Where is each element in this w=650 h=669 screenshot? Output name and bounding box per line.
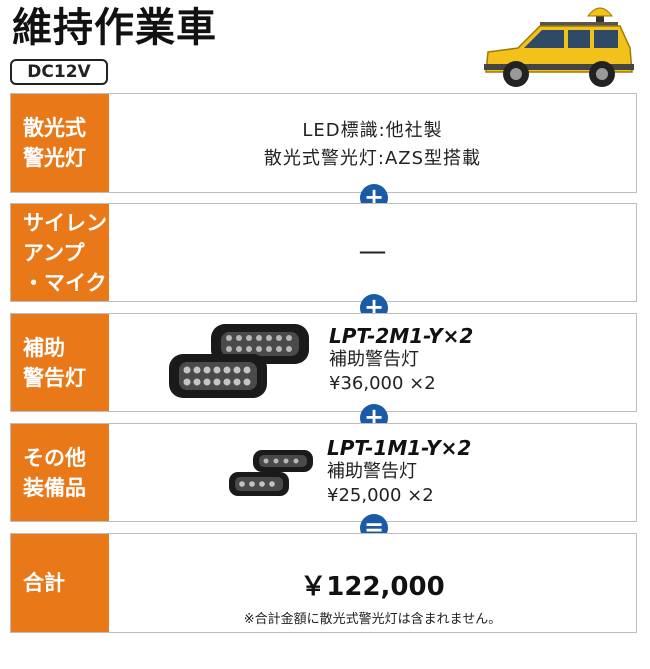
row-label-line: ・マイク	[23, 270, 107, 295]
row-scatter-warning-light: 散光式 警光灯 LED標識:他社製 散光式警光灯:AZS型搭載	[10, 93, 637, 193]
row-label-line: 合計	[23, 571, 65, 595]
row-label-line: その他	[23, 445, 86, 470]
row-label: サイレン アンプ ・マイク	[11, 204, 109, 301]
row-label: 散光式 警光灯	[11, 94, 109, 192]
row-label-line: アンプ	[23, 240, 85, 265]
row-label-line: 装備品	[23, 475, 86, 500]
product-price: ¥25,000 ×2	[327, 485, 434, 506]
product-info: LPT-2M1-Y×2 補助警告灯 ¥36,000 ×2	[329, 324, 473, 396]
row-label-line: 警光灯	[23, 146, 86, 170]
product-model: LPT-2M1-Y×2	[329, 324, 474, 348]
row-label-line: 散光式	[23, 116, 86, 140]
row-label: 合計	[11, 534, 109, 632]
led-warning-light-icon	[229, 450, 313, 496]
voltage-badge: DC12V	[10, 59, 108, 85]
row-content: —	[109, 204, 636, 301]
product-model: LPT-1M1-Y×2	[327, 436, 472, 460]
product-price: ¥36,000 ×2	[329, 373, 436, 394]
row-label-line: サイレン	[23, 210, 107, 235]
empty-value: —	[358, 234, 387, 267]
row-content: LPT-2M1-Y×2 補助警告灯 ¥36,000 ×2	[109, 314, 636, 411]
led-warning-light-icon	[169, 324, 309, 398]
page-title: 維持作業車	[12, 5, 217, 51]
row-siren-amp: サイレン アンプ ・マイク —	[10, 203, 637, 302]
total-note: ※合計金額に散光式警光灯は含まれません。	[243, 612, 502, 627]
led-sign-text: LED標識:他社製	[302, 120, 443, 141]
row-label-line: 警告灯	[23, 365, 86, 390]
row-content: LED標識:他社製 散光式警光灯:AZS型搭載	[109, 94, 636, 192]
product-name: 補助警告灯	[327, 461, 417, 482]
row-content: LPT-1M1-Y×2 補助警告灯 ¥25,000 ×2	[109, 424, 636, 521]
row-label: その他 装備品	[11, 424, 109, 521]
row-content: ￥122,000 ※合計金額に散光式警光灯は含まれません。	[109, 534, 636, 632]
total-price: ￥122,000	[300, 572, 445, 602]
scatter-light-text: 散光式警光灯:AZS型搭載	[263, 148, 482, 169]
product-info: LPT-1M1-Y×2 補助警告灯 ¥25,000 ×2	[327, 436, 471, 508]
row-auxiliary-warning-light: 補助 警告灯 LPT-2M1-Y×2 補助警告灯 ¥36,000 ×2	[10, 313, 637, 412]
row-label-line: 補助	[23, 335, 65, 360]
row-total: 合計 ￥122,000 ※合計金額に散光式警光灯は含まれません。	[10, 533, 637, 633]
row-other-equipment: その他 装備品 LPT-1M1-Y×2 補助警告灯 ¥25,000 ×2	[10, 423, 637, 522]
product-name: 補助警告灯	[329, 349, 419, 370]
yellow-suv-with-beacon-icon	[484, 7, 634, 87]
row-label: 補助 警告灯	[11, 314, 109, 411]
